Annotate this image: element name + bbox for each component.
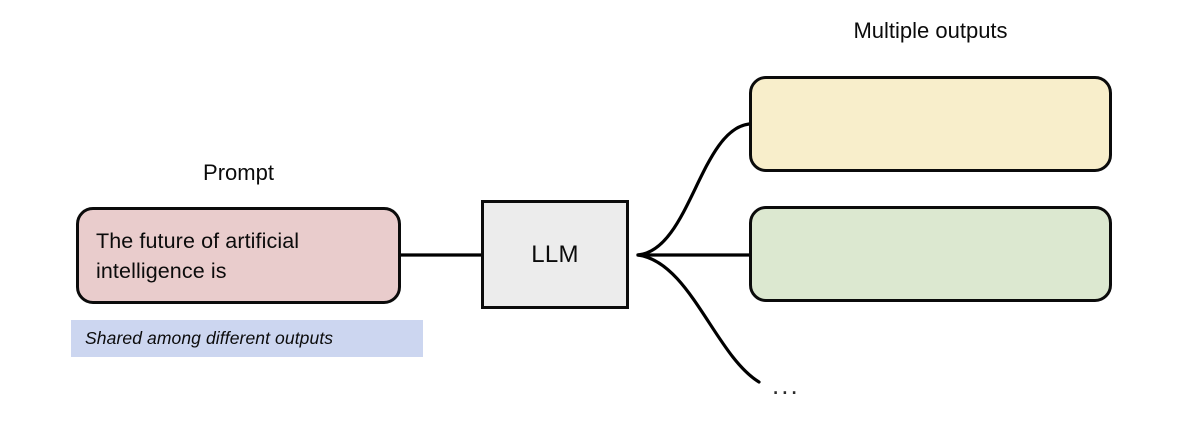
llm-box[interactable]: LLM [481,200,629,309]
llm-label: LLM [531,240,579,268]
prompt-text: The future of artificial intelligence is [96,228,300,283]
prompt-box[interactable]: The future of artificial intelligence is [76,207,401,304]
edge-llm-to-more-outputs [636,253,761,384]
shared-among-outputs-text: Shared among different outputs [85,328,334,348]
shared-among-outputs-banner: Shared among different outputs [71,320,423,357]
more-outputs-ellipsis: ... [772,370,800,400]
multiple-outputs-label: Multiple outputs [853,18,1008,43]
output-box-2[interactable] [749,206,1112,302]
output-box-1[interactable] [749,76,1112,172]
edge-llm-to-output-1 [636,122,751,257]
prompt-label: Prompt [203,160,274,185]
